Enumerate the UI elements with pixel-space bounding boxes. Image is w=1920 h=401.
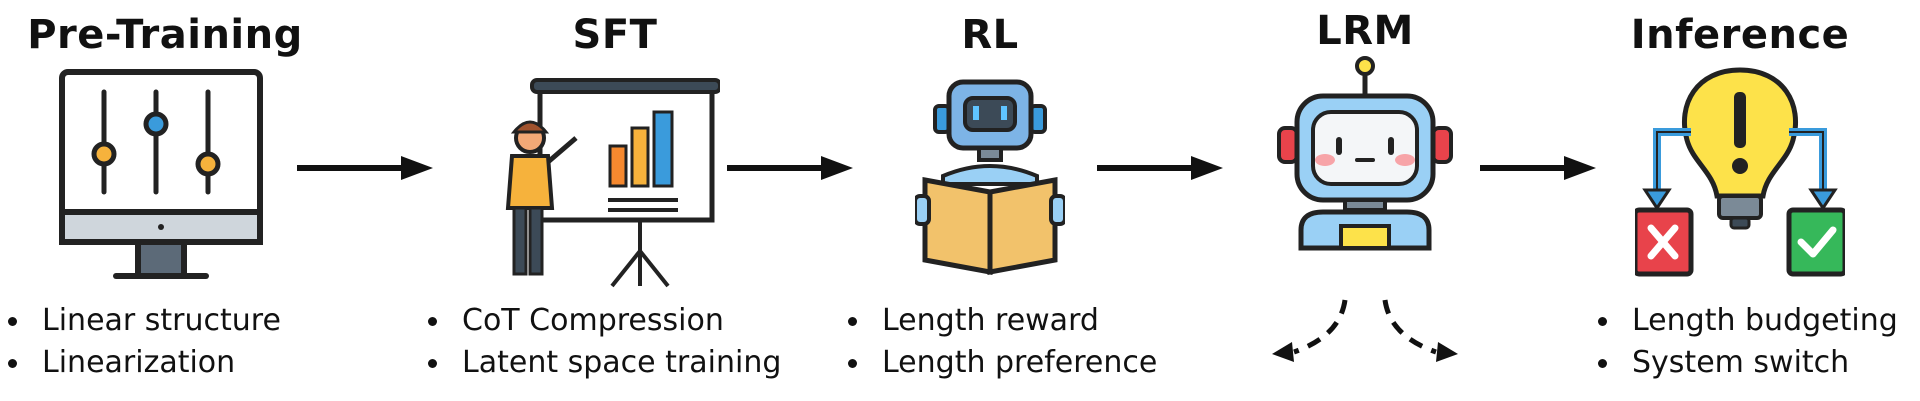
bullet-item: Linearization bbox=[0, 342, 281, 384]
stage-title: Inference bbox=[1630, 12, 1850, 58]
bullet-item: Length reward bbox=[840, 300, 1157, 342]
stage-lrm: LRM bbox=[1240, 0, 1490, 401]
arrow-right-icon bbox=[297, 156, 433, 180]
bullet-item: CoT Compression bbox=[420, 300, 781, 342]
robot-face-icon bbox=[1277, 56, 1453, 251]
stage-inference: Inference Length budgeting System switch bbox=[1590, 0, 1920, 401]
stage-title: SFT bbox=[572, 12, 658, 58]
stage-title: LRM bbox=[1316, 8, 1414, 54]
arrow-right-icon bbox=[1480, 156, 1596, 180]
stage-rl: RL Length reward Length preference bbox=[840, 0, 1180, 401]
arrow-right-icon bbox=[1097, 156, 1223, 180]
robot-reading-book-icon bbox=[915, 79, 1065, 276]
stage-bullets: Length reward Length preference bbox=[840, 300, 1157, 384]
branching-dashed-arrows-icon bbox=[1272, 299, 1458, 362]
stage-sft: SFT CoT Compression Latent space trainin… bbox=[420, 0, 820, 401]
stage-title: Pre-Training bbox=[27, 12, 303, 58]
monitor-sliders-icon bbox=[59, 69, 263, 279]
bullet-item: Length budgeting bbox=[1590, 300, 1898, 342]
stage-bullets: Linear structure Linearization bbox=[0, 300, 281, 384]
stage-bullets: Length budgeting System switch bbox=[1590, 300, 1898, 384]
stage-bullets: CoT Compression Latent space training bbox=[420, 300, 781, 384]
bullet-item: Length preference bbox=[840, 342, 1157, 384]
bullet-item: Linear structure bbox=[0, 300, 281, 342]
stage-pre-training: Pre-Training Linear structure Linearizat… bbox=[0, 0, 330, 401]
bullet-item: System switch bbox=[1590, 342, 1898, 384]
arrow-right-icon bbox=[727, 156, 853, 180]
bullet-item: Latent space training bbox=[420, 342, 781, 384]
presentation-board-icon bbox=[505, 78, 720, 288]
lightbulb-decision-icon bbox=[1635, 67, 1845, 277]
stage-title: RL bbox=[961, 12, 1019, 58]
